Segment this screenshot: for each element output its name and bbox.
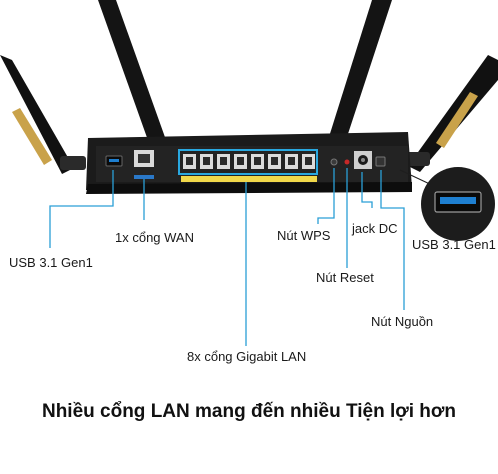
dc-jack-icon [354, 151, 372, 169]
antenna-connector-left [60, 156, 86, 170]
label-wan: 1x cổng WAN [115, 230, 194, 245]
antenna-right-outer [408, 55, 498, 172]
antenna-connector-right [404, 152, 430, 166]
headline: Nhiều cổng LAN mang đến nhiều Tiện lợi h… [41, 401, 457, 422]
antenna-left-outer [0, 55, 74, 174]
label-usb-right: USB 3.1 Gen1 [412, 237, 496, 252]
label-reset: Nút Reset [316, 270, 374, 285]
label-usb-left: USB 3.1 Gen1 [9, 255, 93, 270]
callout-power [380, 170, 405, 310]
label-wps: Nút WPS [277, 228, 331, 243]
power-button-icon [375, 156, 386, 167]
reset-button-icon [344, 159, 350, 165]
callout-lines [49, 168, 405, 346]
antenna-left-inner [98, 0, 166, 146]
label-dc: jack DC [352, 221, 398, 236]
lan-port-block [178, 149, 318, 182]
wps-button-icon [330, 158, 338, 166]
callout-dc [361, 172, 373, 208]
usb-port-zoom-icon [399, 167, 495, 241]
wan-port-icon [134, 150, 154, 179]
callout-usb-left [49, 170, 114, 248]
label-power: Nút Nguồn [371, 314, 434, 329]
antenna-right-inner [328, 0, 392, 146]
callout-wps [317, 168, 335, 224]
label-lan: 8x cổng Gigabit LAN [187, 349, 307, 364]
usb-port-icon [105, 155, 123, 167]
